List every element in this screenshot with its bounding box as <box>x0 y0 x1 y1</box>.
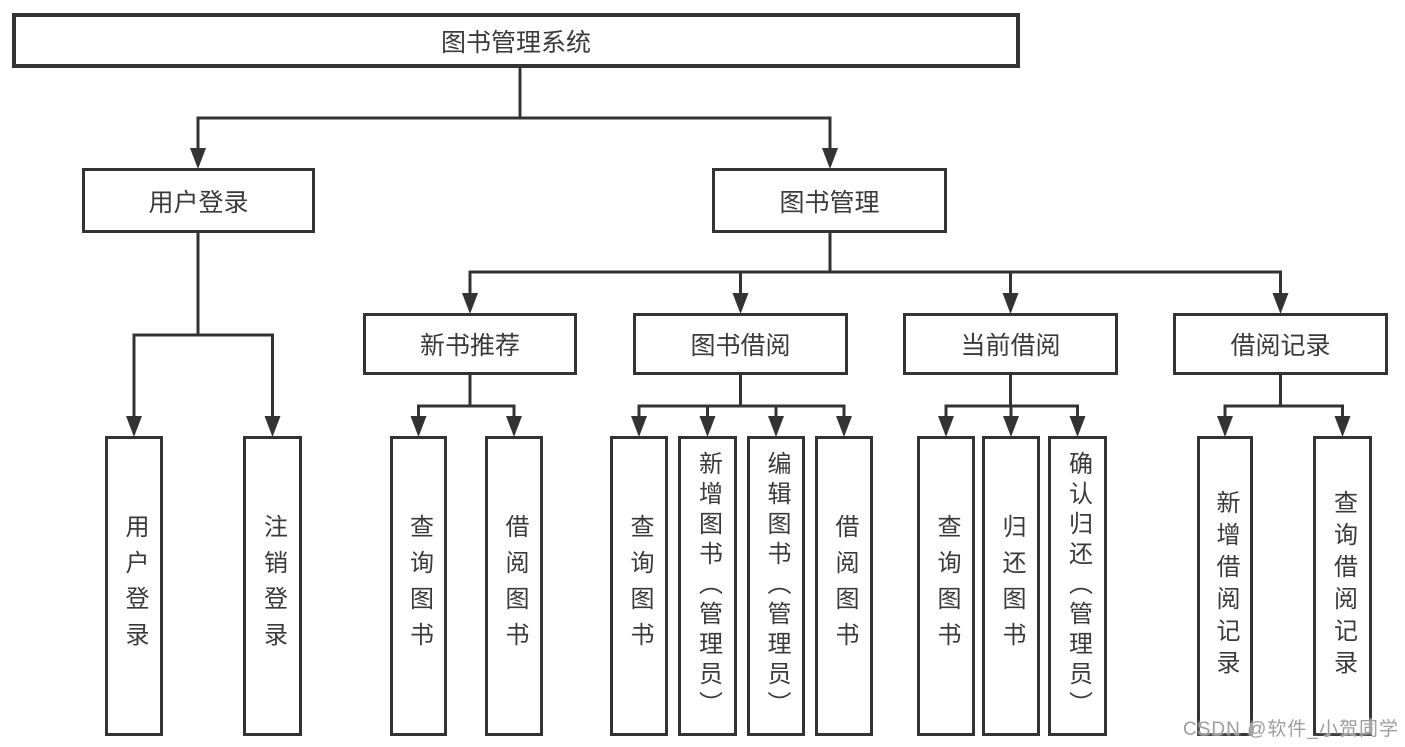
arrowhead-icon <box>699 416 716 437</box>
arrowhead-icon <box>1002 293 1019 314</box>
arrowhead-icon <box>462 293 478 314</box>
arrowhead-icon <box>1272 293 1289 314</box>
leaf-query-borrow-record: 查询借阅记录 <box>1313 436 1372 736</box>
node-user-login-branch: 用户登录 <box>82 168 315 233</box>
leaf-return-book: 归还图书 <box>982 436 1040 736</box>
leaf-query-books-recommend: 查询图书 <box>390 436 447 736</box>
arrowhead-icon <box>836 416 852 437</box>
arrowhead-icon <box>506 416 522 437</box>
node-book-borrowing: 图书借阅 <box>633 313 848 375</box>
leaf-user-login: 用户登录 <box>105 436 163 736</box>
arrowhead-icon <box>631 416 647 437</box>
node-borrowing-records: 借阅记录 <box>1173 313 1388 375</box>
node-book-management-system: 图书管理系统 <box>12 13 1020 68</box>
arrowhead-icon <box>768 416 784 437</box>
arrowhead-icon <box>1217 416 1233 437</box>
arrowhead-icon <box>126 416 142 437</box>
csdn-watermark: CSDN @软件_小贺同学 <box>1183 719 1399 740</box>
leaf-confirm-return-admin: 确认归还（管理员） <box>1048 436 1107 736</box>
arrowhead-icon <box>410 416 427 437</box>
arrowhead-icon <box>938 416 954 437</box>
leaf-borrow-books-recommend: 借阅图书 <box>485 436 543 736</box>
arrowhead-icon <box>1003 416 1019 437</box>
leaf-query-books-current: 查询图书 <box>917 436 975 736</box>
arrowhead-icon <box>1334 416 1351 437</box>
arrowhead-icon <box>1069 416 1086 437</box>
leaf-logout: 注销登录 <box>243 436 302 736</box>
node-current-borrowing: 当前借阅 <box>903 313 1118 375</box>
leaf-add-borrow-record: 新增借阅记录 <box>1197 436 1253 736</box>
arrowhead-icon <box>264 416 281 437</box>
leaf-edit-book-admin: 编辑图书（管理员） <box>747 436 805 736</box>
arrowhead-icon <box>732 293 749 314</box>
leaf-borrow-books: 借阅图书 <box>815 436 873 736</box>
arrowhead-icon <box>822 148 838 169</box>
leaf-add-book-admin: 新增图书（管理员） <box>678 436 737 736</box>
node-book-management-branch: 图书管理 <box>712 168 947 233</box>
node-new-book-recommendation: 新书推荐 <box>363 313 577 375</box>
leaf-query-books-borrow: 查询图书 <box>610 436 668 736</box>
arrowhead-icon <box>190 148 206 169</box>
